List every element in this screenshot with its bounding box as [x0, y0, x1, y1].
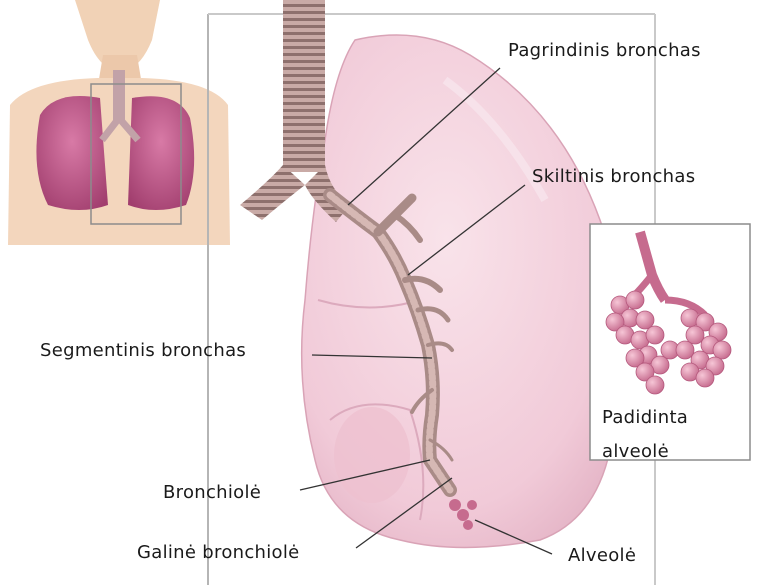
label-enlarged-alveoli-line1: Padidinta	[602, 407, 688, 429]
label-alveoli: Alveolė	[568, 545, 636, 567]
label-segmental-bronchus: Segmentinis bronchas	[40, 340, 246, 362]
lung	[302, 35, 623, 548]
label-enlarged-alveoli-line2: alveolė	[602, 441, 669, 463]
label-main-bronchus: Pagrindinis bronchas	[508, 40, 701, 62]
label-lobar-bronchus: Skiltinis bronchas	[532, 166, 695, 188]
label-bronchiole: Bronchiolė	[163, 482, 261, 504]
torso-thumbnail	[8, 0, 230, 245]
label-terminal-bronchiole: Galinė bronchiolė	[137, 542, 300, 564]
